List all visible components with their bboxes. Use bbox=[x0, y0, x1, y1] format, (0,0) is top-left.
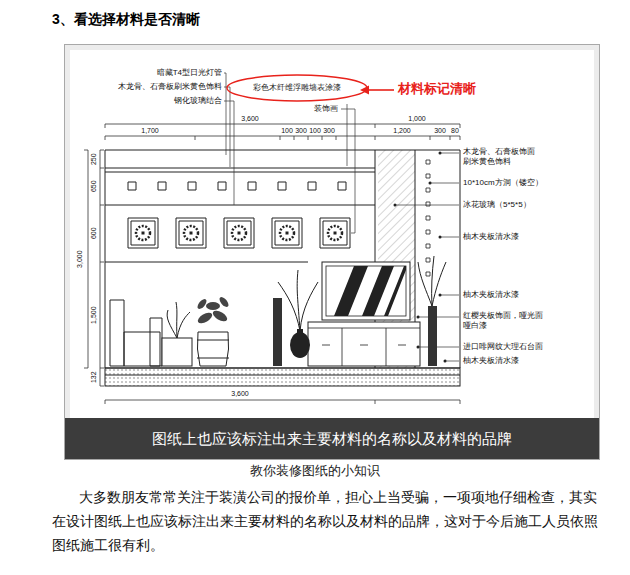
caption-band: 图纸上也应该标注出来主要材料的名称以及材料的品牌 bbox=[65, 418, 599, 459]
flower-centres bbox=[142, 232, 337, 235]
vase-neck bbox=[297, 329, 303, 334]
leaf bbox=[196, 297, 208, 310]
vent-holes bbox=[128, 182, 346, 190]
dimension-lines bbox=[84, 124, 460, 404]
dimension: 250 bbox=[90, 153, 98, 165]
highlight-ellipse: 彩色木纤维浮雕墙表涂漆 bbox=[226, 74, 368, 102]
material-note: 木龙骨、石膏板刷米黄色饰料 bbox=[118, 82, 222, 92]
dimension: 300 bbox=[434, 127, 446, 135]
dimension: 80 bbox=[451, 127, 459, 135]
dimension: 3,000 bbox=[76, 250, 84, 268]
material-note: 柚木夹板清水漆 bbox=[463, 290, 519, 300]
leaf bbox=[196, 311, 214, 326]
figure-frame bbox=[65, 45, 600, 460]
material-note: 暗藏T4型日光灯管 bbox=[157, 68, 222, 78]
leaf bbox=[211, 309, 229, 324]
pointer-arrow bbox=[367, 89, 394, 91]
wall-outline bbox=[105, 150, 460, 368]
square-openings bbox=[426, 160, 430, 276]
vase-branches bbox=[278, 270, 318, 331]
leaf bbox=[206, 302, 220, 310]
tall-vase bbox=[428, 306, 437, 366]
dimension: 300 bbox=[323, 127, 335, 135]
leader-dots bbox=[394, 152, 447, 363]
annotation: 材料标记清晰 bbox=[398, 81, 476, 97]
dimension: 1,200 bbox=[393, 127, 411, 135]
red-ellipse bbox=[227, 75, 367, 101]
table-plant bbox=[167, 302, 190, 338]
node-text: 彩色木纤维浮雕墙表涂漆 bbox=[253, 83, 341, 93]
floor-base bbox=[105, 368, 460, 386]
tall-plant bbox=[418, 256, 446, 306]
dimension: 3,600 bbox=[231, 390, 249, 398]
figure-caption: 教你装修图纸的小知识 bbox=[250, 463, 380, 479]
dimension: 1,500 bbox=[90, 306, 98, 324]
dimension: 100 bbox=[309, 127, 321, 135]
dimension: 1,700 bbox=[141, 127, 159, 135]
material-note: 装饰画 bbox=[314, 104, 338, 114]
dimension: 1,000 bbox=[408, 115, 426, 123]
dimension: 132 bbox=[90, 371, 98, 383]
leaf bbox=[218, 295, 230, 308]
section-heading: 3、看选择材料是否清晰 bbox=[52, 11, 200, 28]
material-note: 进口啡网纹大理石台面 bbox=[463, 342, 543, 352]
material-note: 钢化玻璃结合 bbox=[174, 96, 222, 106]
screen-reflection bbox=[334, 266, 406, 316]
material-note: 红樱夹板饰面，哑光面 哑白漆 bbox=[463, 311, 547, 330]
drawing-sheet bbox=[70, 50, 594, 418]
node-text: 图纸上也应该标注出来主要材料的名称以及材料的品牌 bbox=[152, 430, 512, 448]
leader-lines bbox=[224, 73, 459, 361]
floor-lamp bbox=[273, 298, 282, 366]
dimension: 600 bbox=[90, 227, 98, 239]
dimension: 100 bbox=[281, 127, 293, 135]
material-note: 冰花玻璃（5*5*5） bbox=[463, 200, 531, 210]
material-note: 柚木夹板清水漆 bbox=[463, 232, 519, 242]
cabinet-details bbox=[308, 328, 420, 366]
floor-line bbox=[105, 375, 460, 376]
armchair bbox=[110, 300, 162, 366]
material-note: 木龙骨、石膏板饰面 刷米黄色饰料 bbox=[463, 147, 539, 166]
tv-screen bbox=[326, 266, 406, 316]
tv-set bbox=[322, 262, 410, 320]
vase bbox=[290, 332, 310, 358]
material-note: 10*10cm方洞（镂空） bbox=[463, 178, 543, 188]
material-note: 柚木夹板清水漆 bbox=[463, 356, 519, 366]
body-paragraph: 大多数朋友常常关注于装潢公司的报价单，担心上当受骗，一项项地仔细检查，其实在设计… bbox=[52, 486, 608, 558]
dimension: 3,600 bbox=[241, 115, 259, 123]
picture-frames bbox=[128, 218, 350, 248]
tv-cabinet bbox=[308, 322, 420, 366]
barrel-planter bbox=[197, 332, 229, 366]
side-table bbox=[162, 338, 192, 366]
dimension: 300 bbox=[295, 127, 307, 135]
dimension: 650 bbox=[90, 180, 98, 192]
